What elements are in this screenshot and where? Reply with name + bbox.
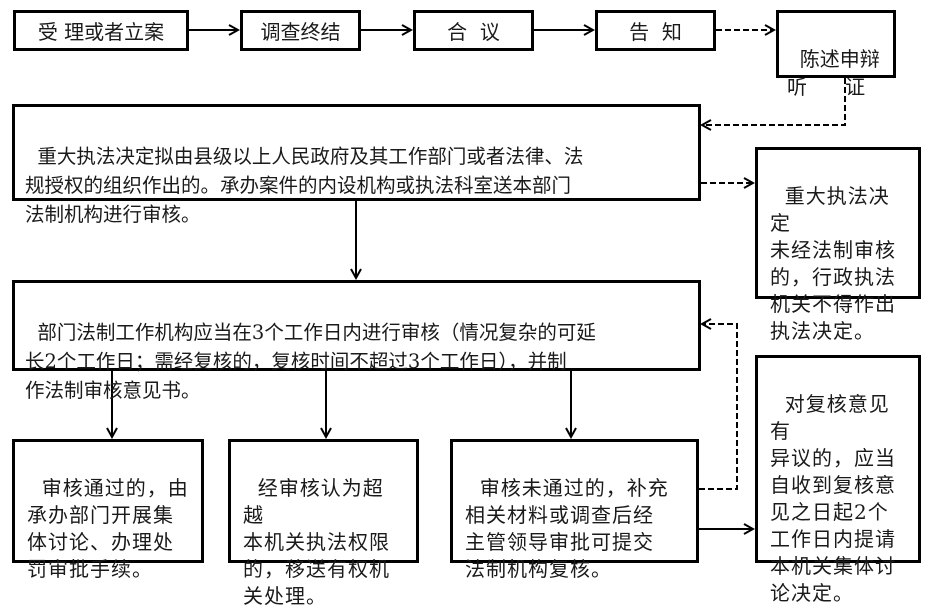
step-accept: 受 理或者立案	[13, 10, 189, 51]
step-hearing: 陈述申辩 听 证	[776, 10, 896, 99]
step-investigate: 调查终结	[240, 10, 361, 51]
outcome-passed-text: 审核通过的，由 承办部门开展集 体讨论、办理处 罚审批手续。	[27, 476, 189, 581]
note-objection-text: 对复核意见有 异议的，应当 自收到复核意 见之日起2个 工作日内提请 本机关集体…	[770, 392, 896, 605]
step-investigate-label: 调查终结	[260, 20, 341, 44]
outcome-not-passed-box: 审核未通过的，补充 相关材料或调查后经 主管领导审批可提交 法制机构复核。	[450, 439, 699, 581]
connectors-layer	[0, 0, 846, 575]
step-notify: 告 知	[595, 10, 716, 51]
legal-review-text: 部门法制工作机构应当在3个工作日内进行审核（情况复杂的可延 长2个工作日；需经复…	[25, 321, 596, 402]
arrow-hearing-to-major-decision	[702, 78, 846, 125]
step-accept-label: 受 理或者立案	[37, 20, 165, 44]
outcome-beyond-authority-text: 经审核认为超越 本机关执法权限 的，移送有权机 关处理。	[243, 476, 390, 608]
major-decision-text: 重大执法决定拟由县级以上人民政府及其工作部门或者法律、法 规授权的组织作出的。承…	[25, 145, 584, 226]
note-unreviewed-text: 重大执法决定 未经法制审核 的，行政执法 机关不得作出 执法决定。	[770, 184, 896, 343]
outcome-beyond-authority-box: 经审核认为超越 本机关执法权限 的，移送有权机 关处理。	[228, 439, 419, 608]
step-deliberate-label: 合 议	[447, 20, 500, 44]
outcome-not-passed-text: 审核未通过的，补充 相关材料或调查后经 主管领导审批可提交 法制机构复核。	[465, 476, 669, 581]
arrow-not-passed-to-legal-review	[699, 324, 738, 490]
note-unreviewed-box: 重大执法决定 未经法制审核 的，行政执法 机关不得作出 执法决定。	[755, 147, 921, 343]
note-objection-box: 对复核意见有 异议的，应当 自收到复核意 见之日起2个 工作日内提请 本机关集体…	[755, 355, 921, 605]
major-decision-box: 重大执法决定拟由县级以上人民政府及其工作部门或者法律、法 规授权的组织作出的。承…	[12, 104, 701, 226]
step-hearing-label: 陈述申辩 听 证	[787, 47, 880, 99]
outcome-passed-box: 审核通过的，由 承办部门开展集 体讨论、办理处 罚审批手续。	[12, 439, 204, 581]
legal-review-box: 部门法制工作机构应当在3个工作日内进行审核（情况复杂的可延 长2个工作日；需经复…	[12, 280, 701, 402]
step-deliberate: 合 议	[413, 10, 534, 51]
step-notify-label: 告 知	[629, 20, 682, 44]
